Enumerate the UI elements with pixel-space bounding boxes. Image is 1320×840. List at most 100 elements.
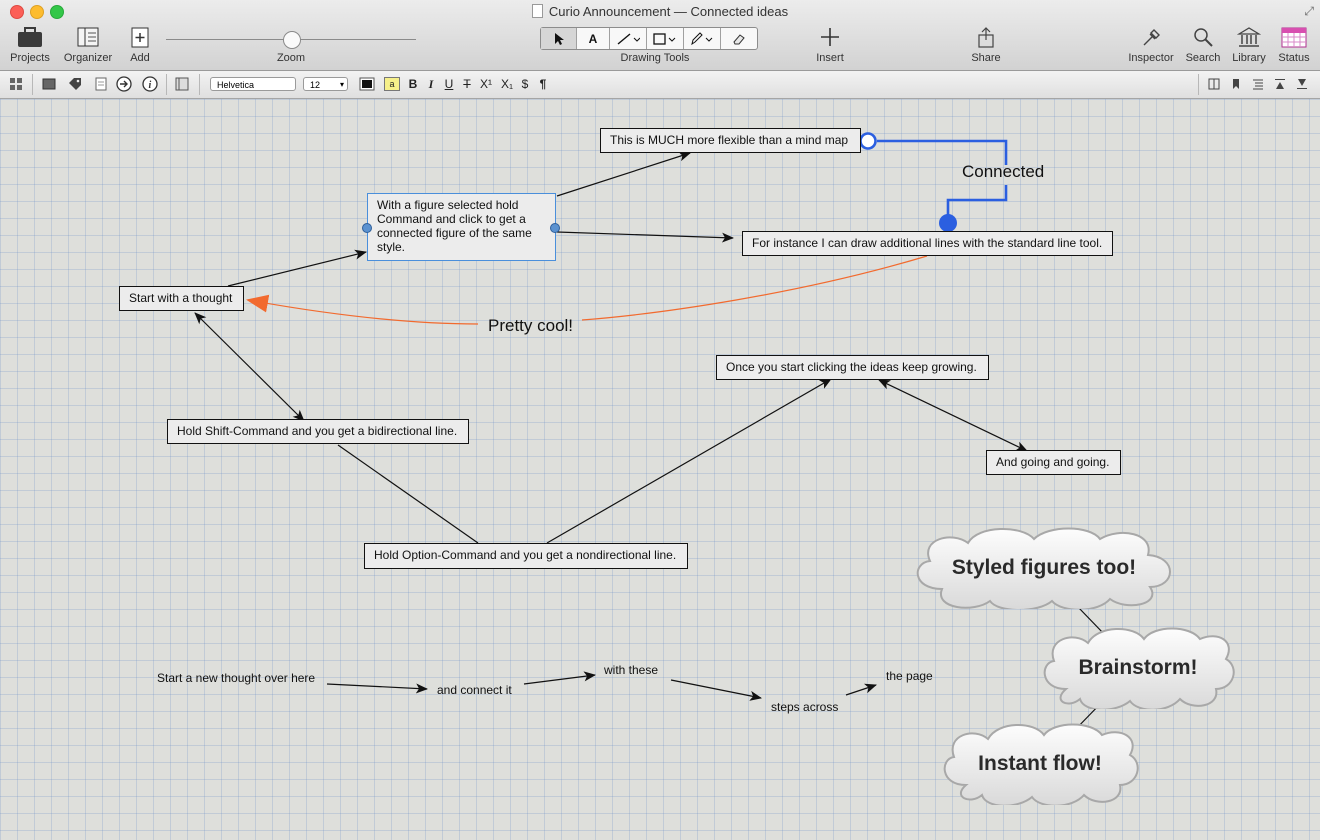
arrow-selected-to-instance[interactable] <box>556 231 734 243</box>
library-button[interactable]: Library <box>1228 24 1270 64</box>
pretty-cool-label[interactable]: Pretty cool! <box>488 316 574 335</box>
separator <box>32 74 33 95</box>
bidirectional-line[interactable] <box>194 312 305 422</box>
bookmark-icon[interactable] <box>1229 76 1243 92</box>
document-icon <box>531 4 543 18</box>
subscript-button[interactable]: X₁ <box>500 77 514 91</box>
blue-connector-top[interactable] <box>877 139 1008 165</box>
inspector-button[interactable]: Inspector <box>1124 24 1178 64</box>
pointer-icon <box>554 32 564 45</box>
zoom-window-button[interactable] <box>50 5 64 19</box>
insert-button[interactable]: Insert <box>808 24 852 64</box>
format-bar: i Helvetica 12▾ a B I U T X¹ X₁ $ ¶ <box>0 71 1320 99</box>
figure-new-thought[interactable]: Start a new thought over here <box>157 671 316 685</box>
text-tool[interactable]: A <box>577 28 610 49</box>
nondirectional-line[interactable] <box>337 444 479 544</box>
pilcrow-button[interactable]: ¶ <box>539 77 547 91</box>
bold-button[interactable]: B <box>408 77 418 91</box>
fullscreen-icon[interactable]: ⤢ <box>1304 4 1314 18</box>
zoom-slider-knob[interactable] <box>283 31 301 49</box>
status-button[interactable]: Status <box>1274 24 1314 64</box>
line-tool[interactable] <box>610 28 647 49</box>
search-icon <box>1182 24 1224 50</box>
calendar-icon <box>1274 24 1314 50</box>
briefcase-icon <box>6 24 54 50</box>
underline-button[interactable]: U <box>444 77 454 91</box>
close-window-button[interactable] <box>10 5 24 19</box>
svg-text:i: i <box>149 80 152 91</box>
share-button[interactable]: Share <box>966 24 1006 64</box>
figure-flexible[interactable]: This is MUCH more flexible than a mind m… <box>600 128 861 153</box>
idea-space-canvas[interactable]: This is MUCH more flexible than a mind m… <box>0 99 1320 840</box>
layout-icon[interactable] <box>174 76 190 92</box>
shape-tool[interactable] <box>647 28 684 49</box>
bidirectional-growing-line[interactable] <box>878 379 1028 452</box>
orange-curve-right[interactable] <box>581 255 928 321</box>
plus-icon <box>808 24 852 50</box>
eraser-icon <box>733 33 745 44</box>
split-view-icon[interactable] <box>1207 76 1221 92</box>
add-button[interactable]: Add <box>122 24 158 64</box>
blue-connector-bottom[interactable] <box>946 185 1008 216</box>
open-circle-endpoint-icon[interactable] <box>859 132 877 150</box>
figure-selected[interactable]: With a figure selected hold Command and … <box>367 193 556 261</box>
window-title: Curio Announcement — Connected ideas <box>0 4 1320 19</box>
cloud-styled-text: Styled figures too! <box>951 556 1137 579</box>
cloud-styled-figures[interactable] <box>912 527 1176 609</box>
separator <box>166 74 167 95</box>
figure-start-thought[interactable]: Start with a thought <box>119 286 244 311</box>
connected-label[interactable]: Connected <box>962 162 1045 181</box>
cloud-instant-text: Instant flow! <box>978 752 1102 775</box>
search-button[interactable]: Search <box>1182 24 1224 64</box>
figure-style-icon[interactable] <box>41 76 57 92</box>
tag-icon[interactable] <box>67 76 83 92</box>
orange-curve-arrow[interactable] <box>246 294 479 325</box>
chain-arrow-1[interactable] <box>326 683 428 694</box>
figure-going[interactable]: And going and going. <box>986 450 1121 475</box>
pen-icon <box>691 31 713 45</box>
selection-handle-right[interactable] <box>550 223 560 233</box>
figure-shift-command[interactable]: Hold Shift-Command and you get a bidirec… <box>167 419 469 444</box>
figure-once-you-start[interactable]: Once you start clicking the ideas keep g… <box>716 355 989 380</box>
note-icon[interactable] <box>93 76 109 92</box>
organizer-button[interactable]: Organizer <box>60 24 116 64</box>
figure-with-these[interactable]: with these <box>604 663 659 677</box>
highlight-color-swatch[interactable]: a <box>383 76 401 92</box>
move-down-icon[interactable] <box>1295 76 1309 92</box>
pen-tool[interactable] <box>684 28 721 49</box>
arrow-option-to-growing[interactable] <box>546 378 832 544</box>
select-arrow-tool[interactable] <box>541 28 577 49</box>
font-size-field[interactable]: 12▾ <box>303 77 348 91</box>
figure-option-command[interactable]: Hold Option-Command and you get a nondir… <box>364 543 688 569</box>
library-icon <box>1228 24 1270 50</box>
chain-arrow-3[interactable] <box>670 679 762 701</box>
cloud-brainstorm[interactable] <box>1040 627 1236 709</box>
dollar-button[interactable]: $ <box>521 77 529 91</box>
projects-button[interactable]: Projects <box>6 24 54 64</box>
grid-view-icon[interactable] <box>8 76 24 92</box>
chain-arrow-2[interactable] <box>523 671 596 685</box>
cloud-instant-flow[interactable] <box>940 723 1140 805</box>
move-up-icon[interactable] <box>1273 76 1287 92</box>
figure-steps-across[interactable]: steps across <box>771 700 839 714</box>
eraser-tool[interactable] <box>721 28 757 49</box>
figure-connect-it[interactable]: and connect it <box>437 683 512 697</box>
minimize-window-button[interactable] <box>30 5 44 19</box>
figure-for-instance[interactable]: For instance I can draw additional lines… <box>742 231 1113 256</box>
chain-arrow-4[interactable] <box>845 683 877 696</box>
info-icon[interactable]: i <box>142 76 158 92</box>
font-family-field[interactable]: Helvetica <box>210 77 296 91</box>
text-color-swatch[interactable] <box>359 76 375 92</box>
superscript-button[interactable]: X¹ <box>480 77 492 91</box>
selection-handle-left[interactable] <box>362 223 372 233</box>
figure-the-page[interactable]: the page <box>886 669 933 683</box>
italic-button[interactable]: I <box>428 76 434 91</box>
arrow-selected-to-flexible[interactable] <box>556 151 691 197</box>
list-icon[interactable] <box>1251 76 1265 92</box>
eyedropper-icon <box>1124 24 1178 50</box>
jump-arrow-icon[interactable] <box>116 76 132 92</box>
filled-circle-endpoint-icon[interactable] <box>939 214 957 232</box>
arrow-start-to-selected[interactable] <box>227 249 367 287</box>
strikethrough-button[interactable]: T <box>463 77 471 91</box>
